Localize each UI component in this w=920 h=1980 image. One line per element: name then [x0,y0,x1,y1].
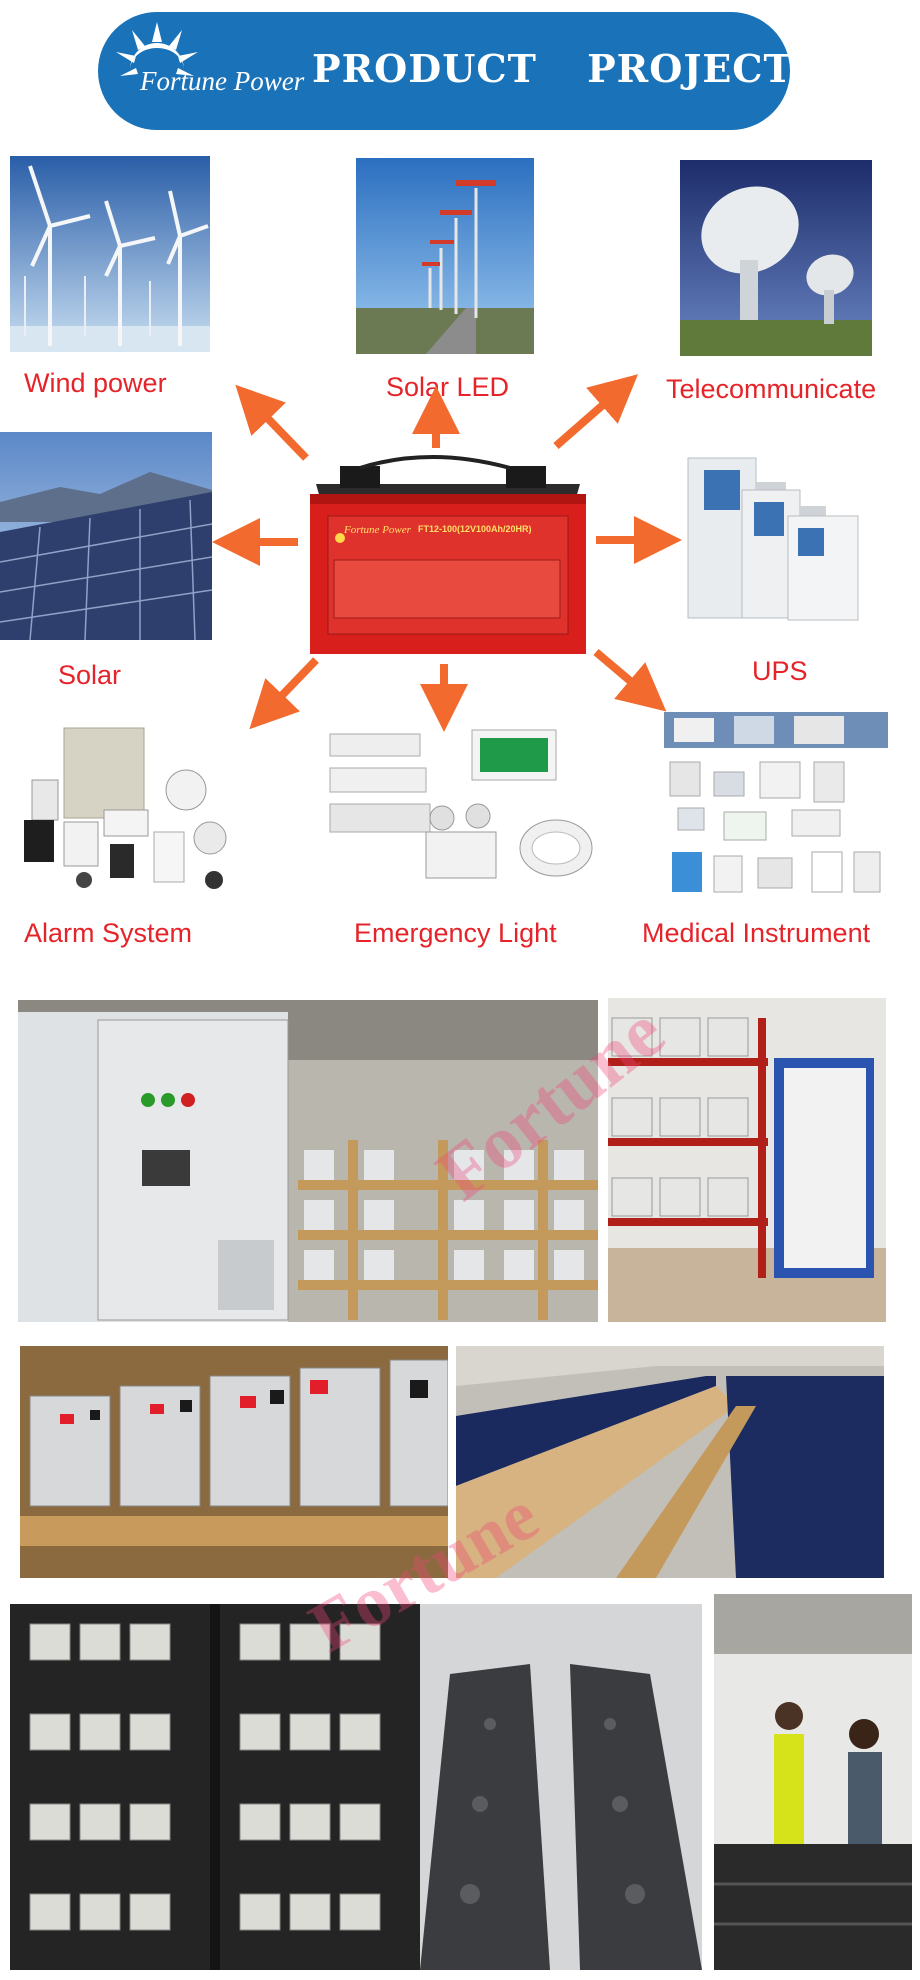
emergency-light-photo [322,720,598,896]
app-label-solar: Solar [58,660,122,690]
header-banner [98,12,790,130]
app-label-medical-instrument: Medical Instrument [642,918,871,948]
arrow-to-telecommunicate [553,374,639,450]
medical-instrument-photo [664,712,888,900]
app-label-emergency-light: Emergency Light [354,918,557,948]
wind-turbine-photo [10,156,210,352]
app-label-wind-power: Wind power [24,368,167,398]
arrow-to-alarm-system [249,657,319,730]
arrow-group [212,374,682,732]
battery-product [310,455,586,654]
app-label-alarm-system: Alarm System [24,918,193,948]
installation-photo-red-rack [608,998,886,1322]
battery-model: FT12-100(12V100Ah/20HR) [418,524,532,534]
installation-photo-battery-rows [420,1604,702,1970]
ups-cabinet-photo [682,448,882,624]
installation-photo-container-rows [456,1346,884,1578]
satellite-dish-photo [680,160,872,356]
installation-photo-black-racks [10,1604,420,1970]
installation-photo-workers [714,1594,912,1970]
street-light-photo [356,158,534,354]
app-label-ups: UPS [752,656,808,686]
installation-photo-battery-closeup [20,1346,448,1578]
arrow-to-wind-power [235,384,309,461]
battery-brand: Fortune Power [344,524,411,536]
page-title: PRODUCT PROJECT [312,46,793,91]
sun-logo-icon [116,22,198,76]
app-label-telecommunicate: Telecommunicate [666,374,877,404]
solar-panel-photo [0,432,212,640]
arrows-layer [212,374,682,732]
alarm-devices-photo [14,720,244,900]
arrow-to-medical-instrument [593,648,667,712]
installation-photo-battery-room [18,1000,598,1322]
brand-name: Fortune Power [140,66,305,96]
